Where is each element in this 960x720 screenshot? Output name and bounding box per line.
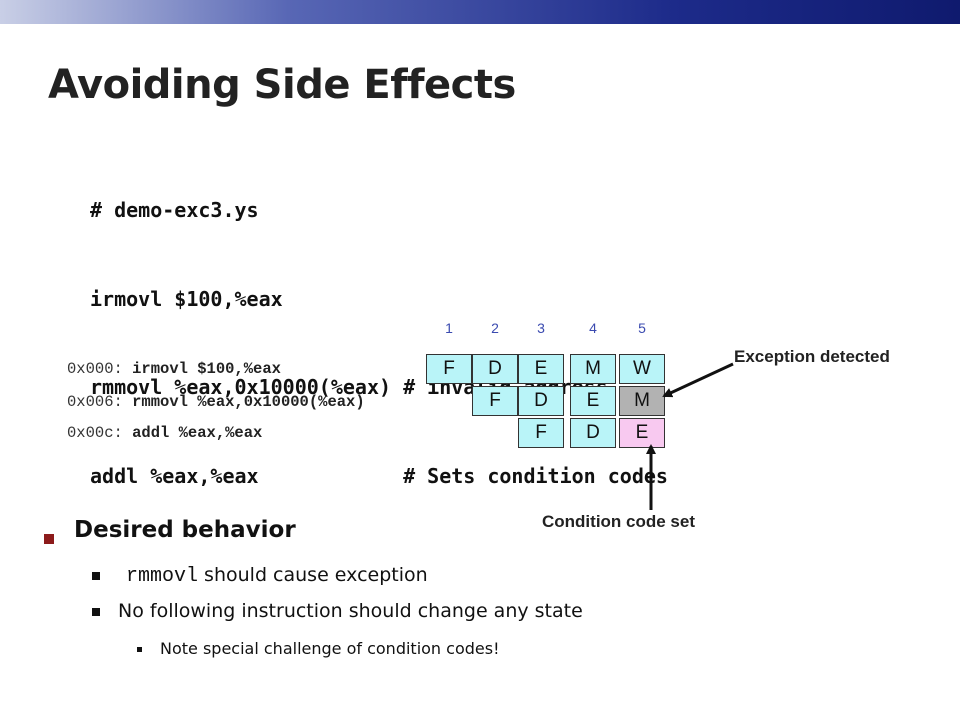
instruction-text: irmovl $100,%eax [122,360,281,378]
sub-bullet-item: Note special challenge of condition code… [160,639,500,658]
stage-cell: F [426,354,472,384]
stage-cell: E [570,386,616,416]
instruction-address: 0x006: [67,393,123,411]
stage-cell: E [518,354,564,384]
slide-title: Avoiding Side Effects [48,62,516,108]
top-banner [0,0,960,24]
bullet-icon [44,534,54,544]
stage-cell: M [570,354,616,384]
instruction-address: 0x000: [67,360,123,378]
stage-cell: F [518,418,564,448]
pipeline-instruction: 0x006: rmmovl %eax,0x10000(%eax) [67,393,365,411]
instruction-text: rmmovl %eax,0x10000(%eax) [122,393,365,411]
bullet-icon [92,608,100,616]
stage-number: 5 [638,320,646,336]
bullet-item: No following instruction should change a… [118,600,583,622]
pipeline-instruction: 0x00c: addl %eax,%eax [67,424,262,442]
exception-stage-cell: M [619,386,665,416]
pipeline-instruction: 0x000: irmovl $100,%eax [67,360,281,378]
bullet-icon [137,647,142,652]
code-line: # demo-exc3.ys [90,198,259,222]
stage-number: 4 [589,320,597,336]
code-line: addl %eax,%eax # Sets condition codes [90,463,668,488]
stage-cell: D [472,354,518,384]
exception-detected-label: Exception detected [734,347,890,366]
condition-code-set-label: Condition code set [542,512,695,531]
stage-cell: W [619,354,665,384]
bullet-item: rmmovl should cause exception [118,564,428,588]
stage-number: 2 [491,320,499,336]
stage-cell: F [472,386,518,416]
condition-stage-cell: E [619,418,665,448]
stage-cell: D [518,386,564,416]
stage-number: 1 [445,320,453,336]
instruction-address: 0x00c: [67,424,123,442]
stage-number: 3 [537,320,545,336]
bullet-heading: Desired behavior [74,517,296,543]
stage-cell: D [570,418,616,448]
instruction-text: addl %eax,%eax [122,424,263,442]
bullet-text: should cause exception [198,564,428,586]
exception-arrow [662,362,734,398]
bullet-icon [92,572,100,580]
code-line: irmovl $100,%eax [90,286,283,311]
inline-code: rmmovl [126,565,199,588]
